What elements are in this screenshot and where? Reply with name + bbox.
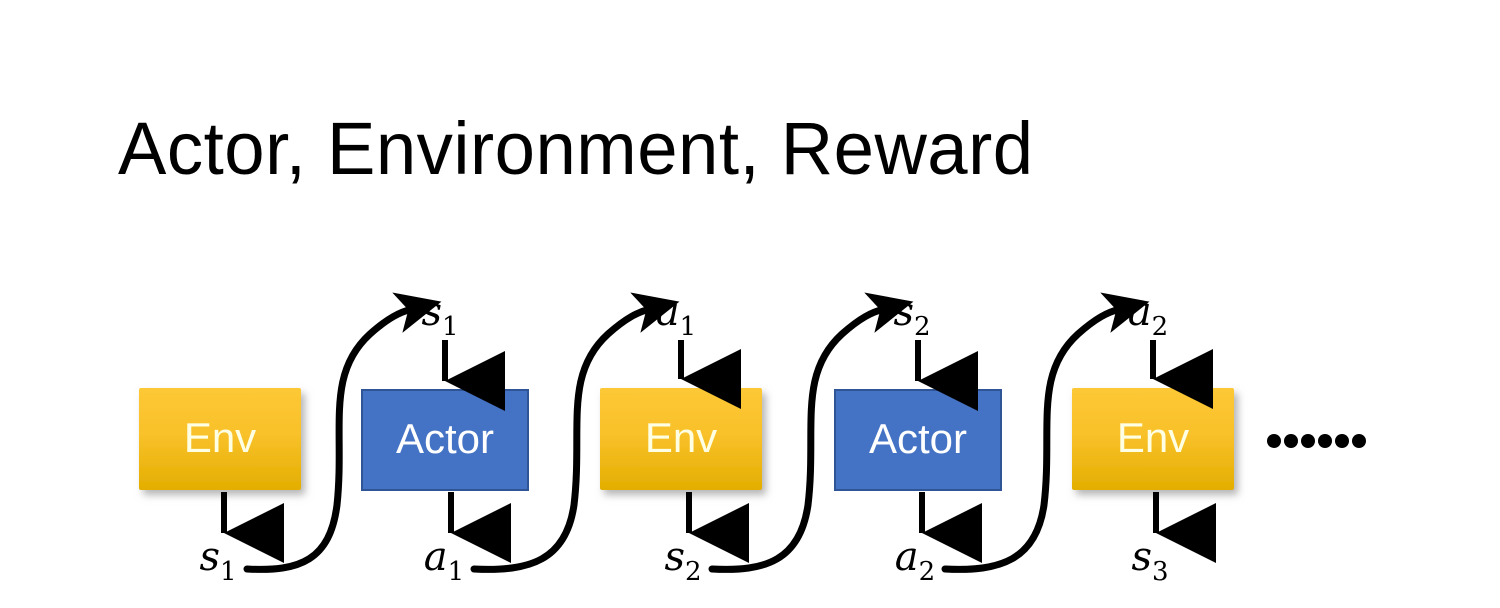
connector-a1 (470, 292, 680, 573)
label-top-a1: a1 (656, 289, 696, 342)
svg-text:a2: a2 (1128, 289, 1168, 342)
connector-a2 (941, 292, 1150, 573)
svg-text:a1: a1 (656, 289, 696, 342)
math-sub: 1 (220, 557, 237, 587)
label-bottom-s2: s2 (664, 534, 701, 587)
node-label-env2: Env (645, 414, 717, 461)
label-bottom-a1: a1 (424, 534, 464, 587)
env-box (139, 388, 301, 490)
label-top-a2: a2 (1128, 289, 1168, 342)
env-box (1072, 388, 1234, 490)
node-env3[interactable]: Env (1072, 388, 1234, 490)
svg-text:s1: s1 (421, 289, 458, 342)
math-sub: 2 (685, 557, 702, 587)
math-sub: 1 (680, 312, 697, 342)
svg-text:s1: s1 (199, 534, 236, 587)
math-sub: 1 (442, 312, 459, 342)
node-label-env3: Env (1117, 414, 1189, 461)
svg-text:s2: s2 (664, 534, 701, 587)
math-sub: 2 (914, 312, 931, 342)
math-sub: 2 (919, 557, 936, 587)
connector-s2 (708, 292, 914, 573)
math-base: s (421, 289, 442, 335)
label-bottom-s1: s1 (199, 534, 236, 587)
node-label-actor2: Actor (869, 415, 967, 462)
svg-text:s2: s2 (893, 289, 930, 342)
page-title: Actor, Environment, Reward (118, 107, 1034, 190)
math-base: a (1128, 289, 1152, 335)
math-base: s (893, 289, 914, 335)
math-base: a (895, 534, 919, 580)
math-sub: 3 (1152, 557, 1169, 587)
math-base: s (664, 534, 685, 580)
math-sub: 1 (448, 557, 465, 587)
label-top-s1: s1 (421, 289, 458, 342)
env-box (600, 388, 762, 490)
node-label-actor1: Actor (396, 415, 494, 462)
math-base: a (424, 534, 448, 580)
svg-text:a1: a1 (424, 534, 464, 587)
ellipsis-icon (1267, 434, 1366, 448)
node-actor1[interactable]: Actor (361, 389, 529, 491)
node-env1[interactable]: Env (139, 388, 301, 490)
svg-text:a2: a2 (895, 534, 935, 587)
node-label-env1: Env (184, 414, 256, 461)
label-top-s2: s2 (893, 289, 930, 342)
svg-text:s3: s3 (1131, 534, 1168, 587)
math-sub: 2 (1152, 312, 1169, 342)
node-actor2[interactable]: Actor (834, 389, 1002, 491)
math-base: s (199, 534, 220, 580)
connector-s1 (243, 292, 442, 573)
math-base: s (1131, 534, 1152, 580)
math-base: a (656, 289, 680, 335)
node-env2[interactable]: Env (600, 388, 762, 490)
label-bottom-a2: a2 (895, 534, 935, 587)
label-bottom-s3: s3 (1131, 534, 1168, 587)
